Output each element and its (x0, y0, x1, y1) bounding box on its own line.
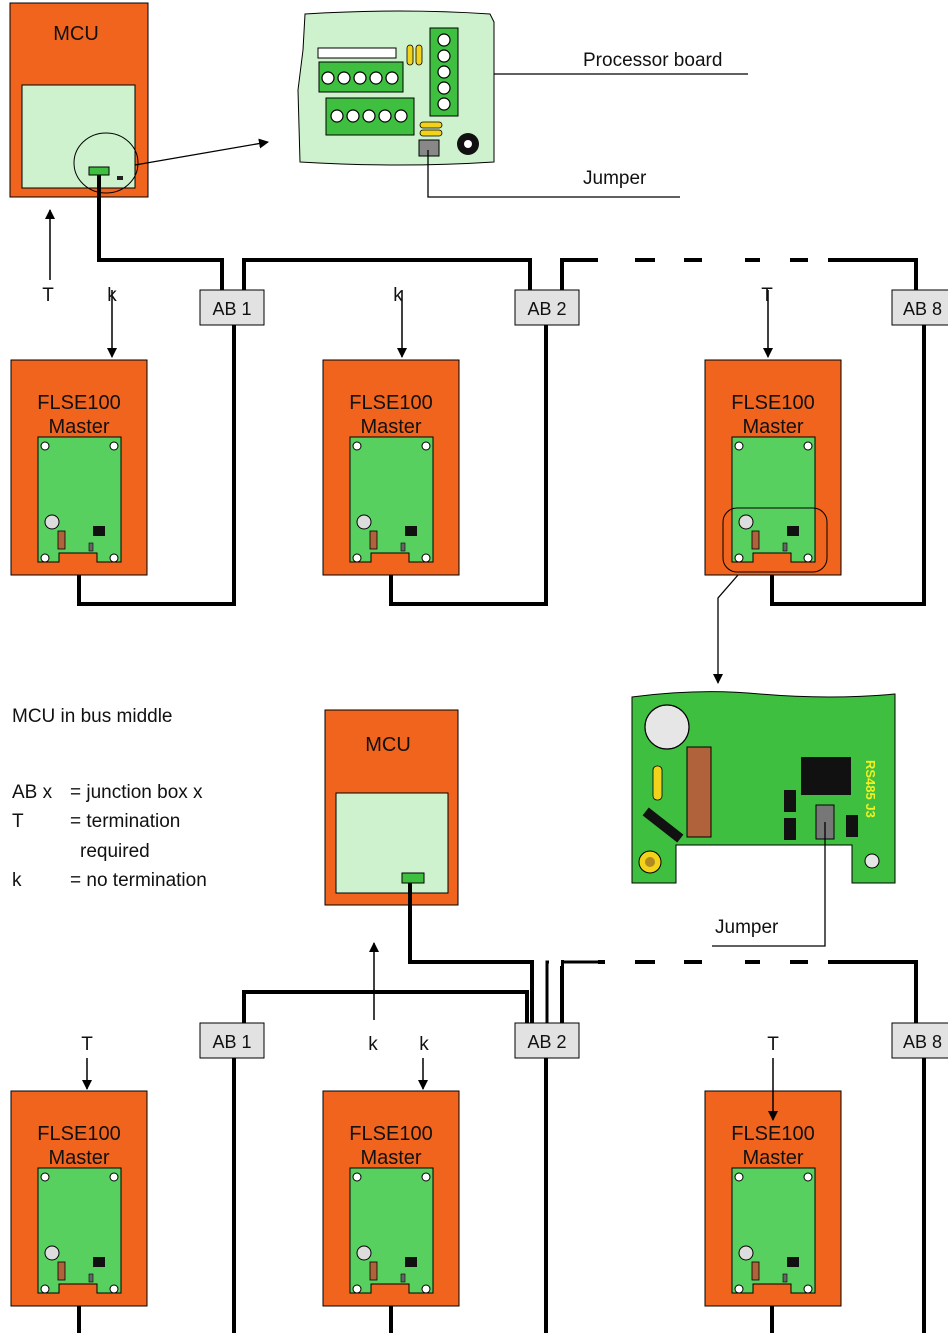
junction-box-label: AB 1 (212, 1032, 251, 1052)
sensor-subtitle: Master (48, 416, 109, 438)
junction-box-label: AB 2 (527, 1032, 566, 1052)
legend-text-t: = termination (70, 811, 180, 832)
jumper-label-top: Jumper (583, 168, 647, 189)
zoom-arrow (134, 138, 269, 166)
top-mcu: MCU (9, 2, 149, 198)
sensor-title: FLSE100 (731, 392, 814, 414)
sensor-title: FLSE100 (349, 1123, 432, 1145)
top-sensor-2: FLSE100 Master (322, 359, 460, 576)
rs485-detail-board: RS485 J3 (631, 691, 896, 884)
jumper-leader-detail (712, 822, 826, 947)
sensor-subtitle: Master (360, 1147, 421, 1169)
top-mcu-jumper (117, 176, 123, 180)
top-sensor-1-arrow-label: k (107, 285, 117, 306)
legend-key-ab: AB x (12, 782, 53, 803)
processor-board (297, 10, 495, 166)
top-sensor-3: FLSE100 Master (704, 359, 842, 576)
legend-key-k: k (12, 870, 22, 891)
bottom-junction-box-8: AB 8 (891, 1022, 948, 1059)
rs485-label: RS485 J3 (863, 760, 878, 818)
jumper-label-detail: Jumper (715, 917, 779, 938)
bottom-sensor-2: FLSE100 Master (322, 1090, 460, 1307)
junction-box-label: AB 8 (903, 1032, 942, 1052)
top-bus-wires (77, 175, 926, 606)
top-junction-box-2: AB 2 (514, 289, 580, 326)
bottom-junction-box-2: AB 2 (514, 1022, 580, 1059)
legend-text-k: = no termination (70, 870, 207, 891)
bottom-sensor-3: FLSE100 Master (704, 1090, 842, 1307)
legend-title: MCU in bus middle (12, 706, 173, 727)
bottom-sensor-1: FLSE100 Master (10, 1090, 148, 1307)
bottom-sensor-2-arrow-label: k (419, 1034, 429, 1055)
sensor-title: FLSE100 (349, 392, 432, 414)
wire-gap (549, 958, 561, 966)
detail-zoom-arrow (713, 574, 739, 684)
top-sensor-2-arrow-label: k (393, 285, 403, 306)
bottom-sensor-1-arrow-label: T (81, 1034, 93, 1055)
sensor-title: FLSE100 (37, 1123, 120, 1145)
top-mcu-arrow-label: T (42, 285, 54, 306)
junction-box-label: AB 2 (527, 299, 566, 319)
sensor-title: FLSE100 (37, 392, 120, 414)
sensor-title: FLSE100 (731, 1123, 814, 1145)
sensor-subtitle: Master (360, 416, 421, 438)
sensor-subtitle: Master (742, 1147, 803, 1169)
sensor-zoom-frame (722, 507, 828, 573)
top-junction-box-8: AB 8 (891, 289, 948, 326)
legend-text-t-cont: required (80, 841, 150, 862)
top-sensor-1: FLSE100 Master (10, 359, 148, 576)
legend: MCU in bus middle AB x = junction box x … (12, 706, 207, 891)
bottom-junction-box-1: AB 1 (199, 1022, 265, 1059)
top-mcu-zoom-circle (73, 132, 139, 194)
bottom-bus-wires (77, 883, 926, 1333)
bottom-mcu-label: MCU (365, 734, 411, 756)
top-sensor-3-arrow-label: T (761, 285, 773, 306)
sensor-subtitle: Master (48, 1147, 109, 1169)
legend-text-ab: = junction box x (70, 782, 203, 803)
junction-box-label: AB 1 (212, 299, 251, 319)
bottom-sensor-3-arrow-label: T (767, 1034, 779, 1055)
sensor-subtitle: Master (742, 416, 803, 438)
top-junction-box-1: AB 1 (199, 289, 265, 326)
bottom-mcu: MCU (324, 709, 459, 906)
top-mcu-connector (88, 166, 110, 176)
bottom-mcu-arrow-label: k (368, 1034, 378, 1055)
legend-key-t: T (12, 811, 24, 832)
top-mcu-label: MCU (53, 23, 99, 45)
junction-box-label: AB 8 (903, 299, 942, 319)
jumper-leader (427, 150, 680, 198)
processor-board-label: Processor board (583, 50, 722, 71)
